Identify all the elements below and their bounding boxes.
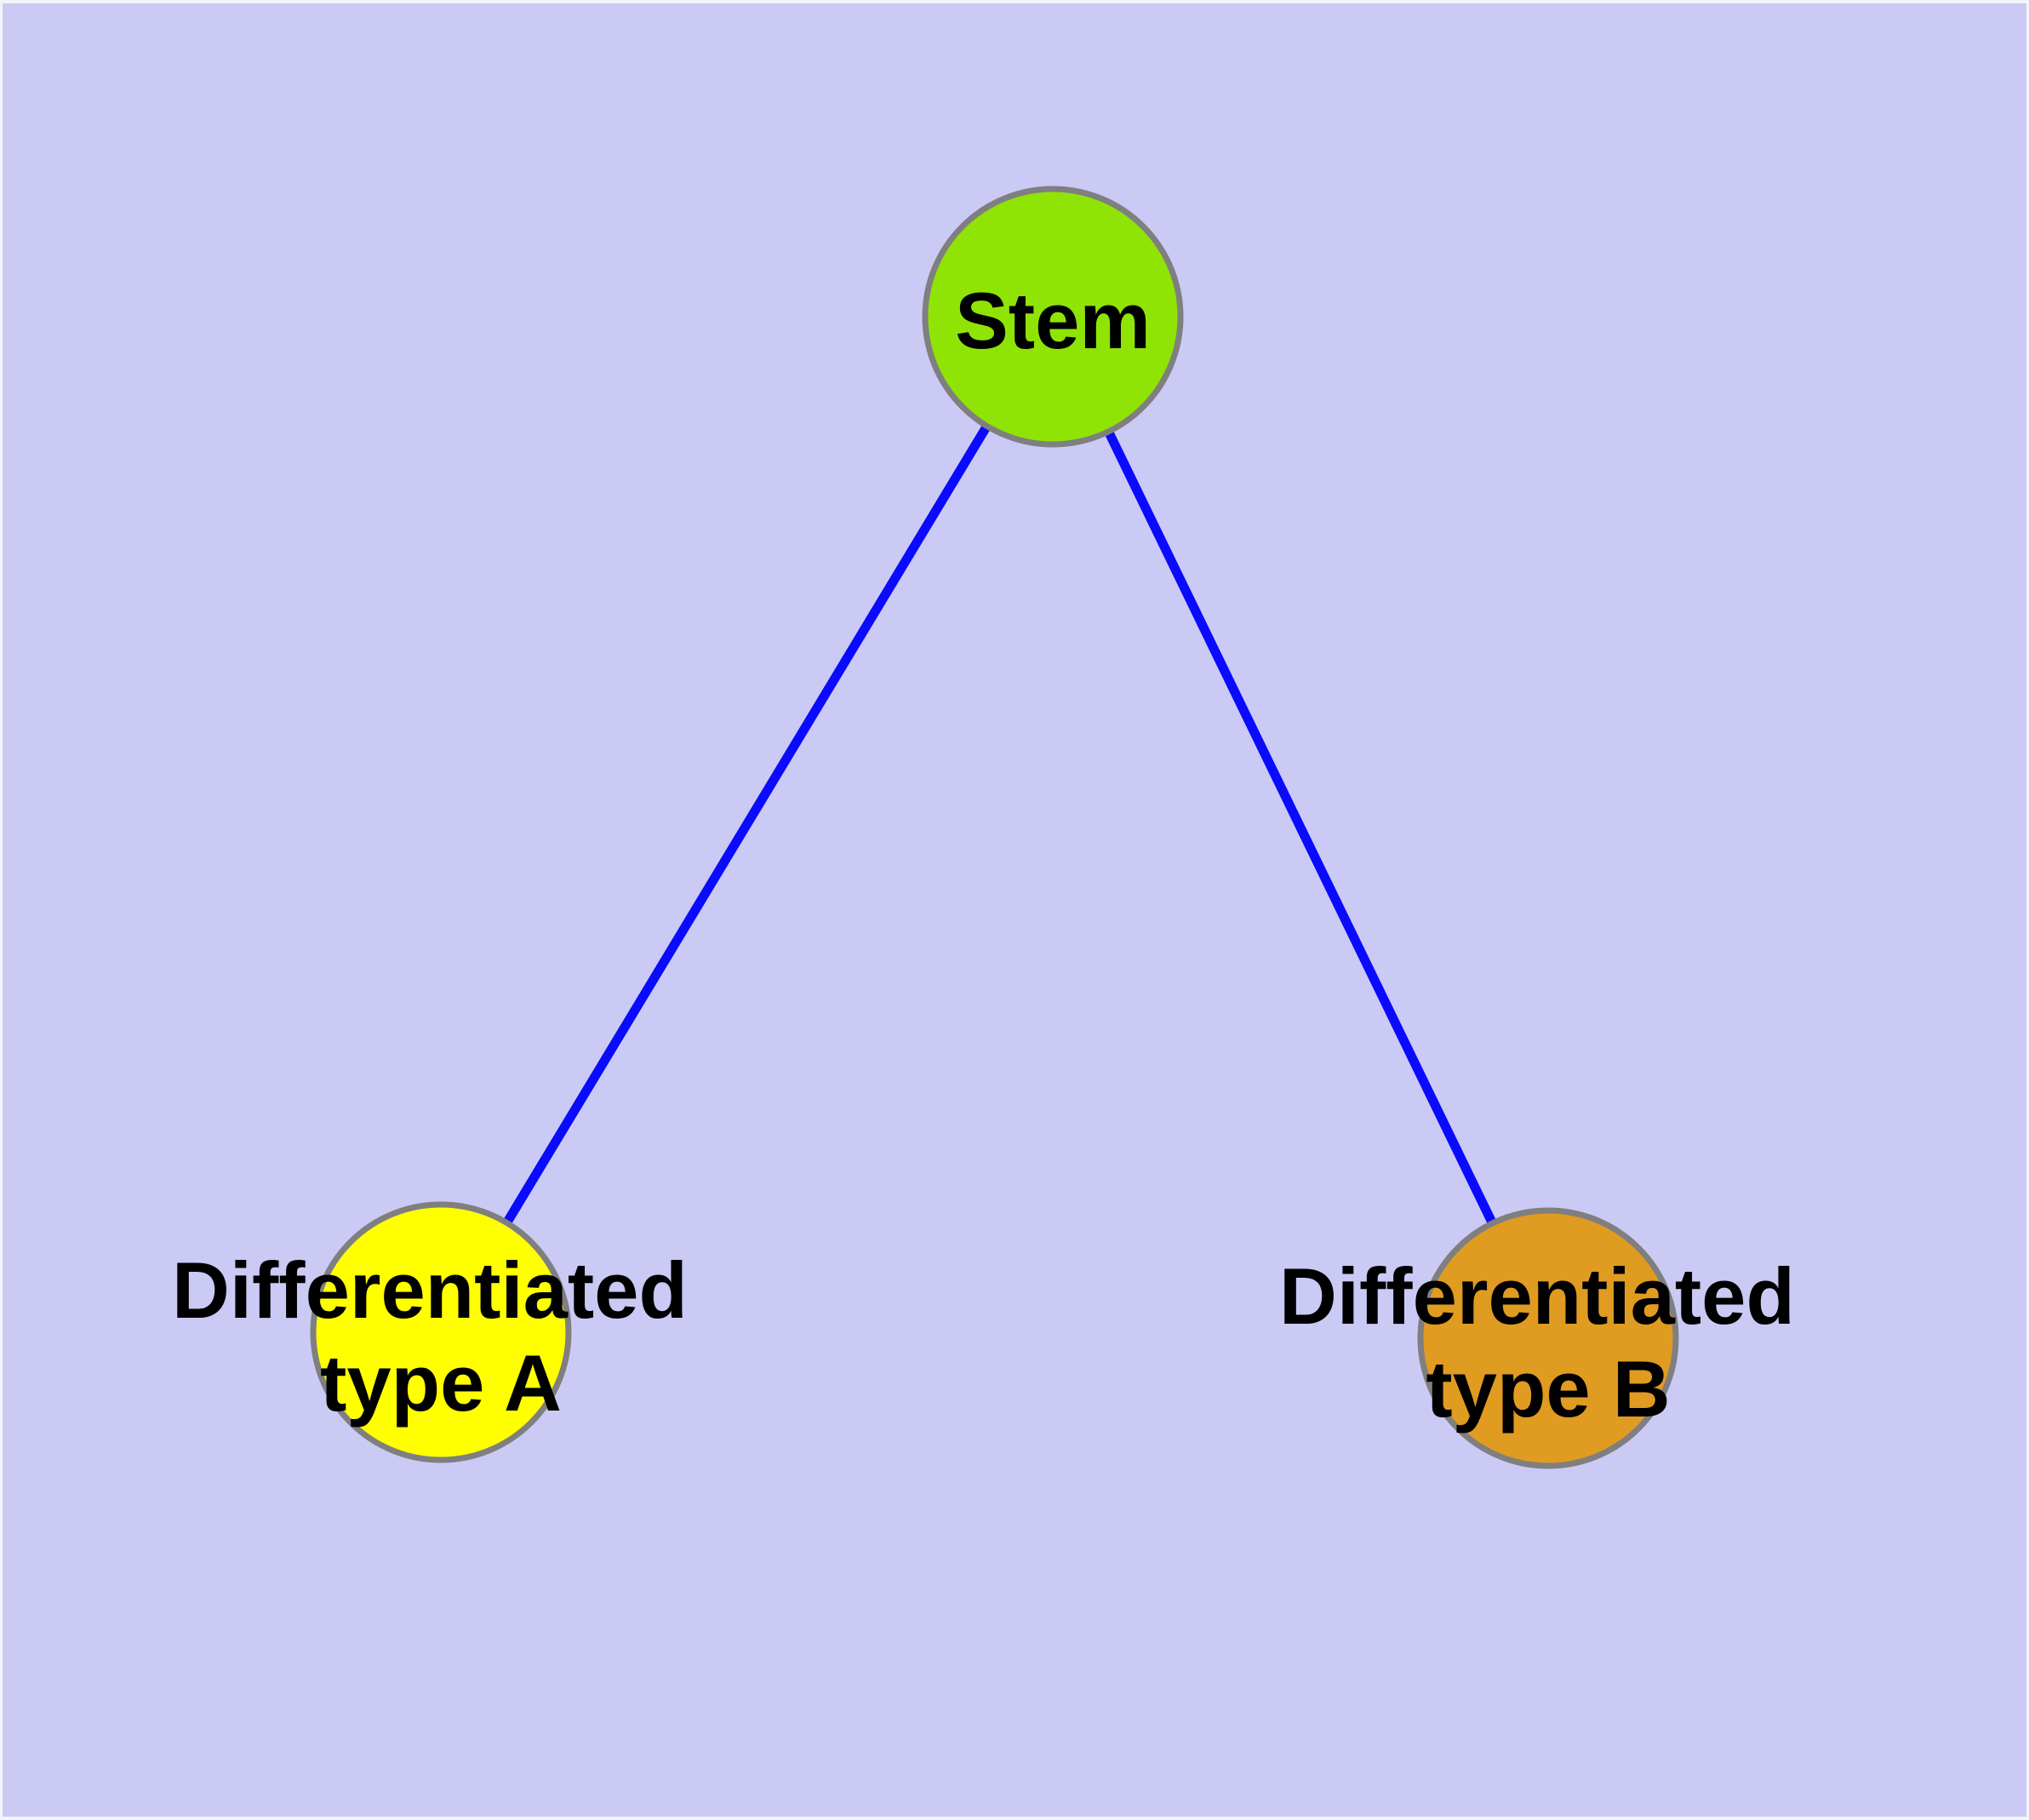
edge-stem-to-type-a bbox=[437, 314, 1057, 1335]
type-b-node-label-line-1: Differentiated bbox=[1279, 1251, 1795, 1341]
type-a-node-circle bbox=[310, 1201, 572, 1463]
stem-node-circle bbox=[922, 186, 1184, 448]
type-b-node-circle bbox=[1417, 1207, 1679, 1469]
type-b-node-label-line-2: type B bbox=[1426, 1344, 1670, 1434]
edge-stem-to-type-b bbox=[1049, 314, 1552, 1341]
stem-node-label: Stem bbox=[955, 276, 1151, 365]
stem-node-label-line-1: Stem bbox=[955, 276, 1151, 365]
type-a-node-label: Differentiated type A bbox=[172, 1245, 710, 1428]
type-a-node-label-line-1: Differentiated bbox=[172, 1245, 688, 1335]
type-a-node-label-line-2: type A bbox=[320, 1338, 562, 1428]
type-b-node-label: Differentiated type B bbox=[1279, 1251, 1817, 1434]
